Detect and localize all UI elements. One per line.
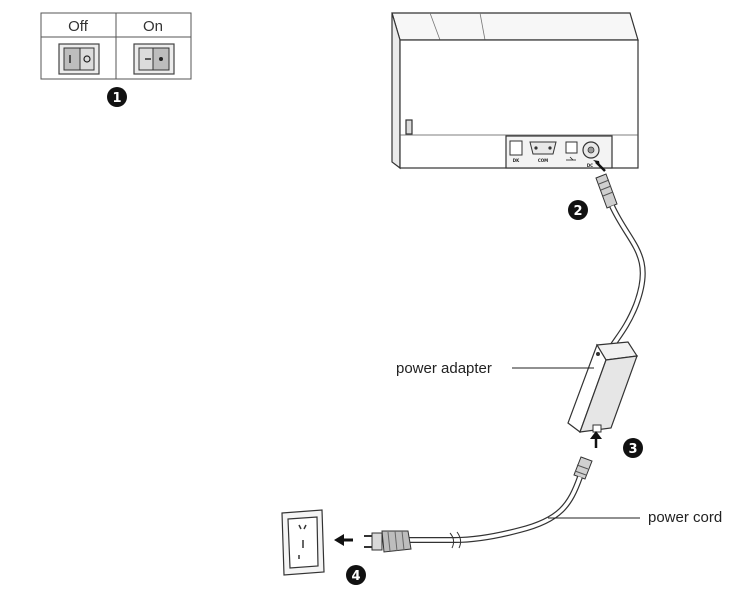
wall-plug bbox=[364, 530, 412, 553]
arrow-to-dc-port-icon bbox=[593, 160, 606, 172]
wall-outlet bbox=[281, 509, 325, 576]
power-cord bbox=[408, 475, 583, 549]
svg-text:3: 3 bbox=[628, 442, 637, 457]
switch-table: Off On bbox=[40, 12, 192, 80]
usb-icon bbox=[566, 156, 576, 161]
svg-text:2: 2 bbox=[573, 204, 582, 219]
power-adapter bbox=[567, 341, 639, 433]
step-2-badge: 2 bbox=[568, 200, 588, 220]
dc-plug bbox=[595, 173, 618, 209]
cord-connector bbox=[573, 456, 593, 480]
port-label-com: COM bbox=[538, 158, 548, 163]
switch-on-header: On bbox=[143, 18, 163, 35]
power-cord-label: power cord bbox=[648, 509, 722, 526]
port-label-dc: DC bbox=[587, 163, 593, 168]
step-3-badge: 3 bbox=[623, 438, 643, 458]
switch-off-header: Off bbox=[68, 18, 89, 35]
port-label-dk: DK bbox=[513, 158, 520, 163]
arrow-to-adapter-icon bbox=[590, 431, 602, 448]
power-adapter-label: power adapter bbox=[396, 360, 492, 377]
switch-off-icon bbox=[58, 43, 100, 75]
dc-cable bbox=[607, 204, 646, 352]
switch-on-icon bbox=[133, 43, 175, 75]
step-1-badge: 1 bbox=[107, 87, 127, 107]
step-4-badge: 4 bbox=[346, 565, 366, 585]
arrow-to-outlet-icon bbox=[334, 534, 353, 546]
svg-text:4: 4 bbox=[351, 569, 360, 584]
svg-text:1: 1 bbox=[112, 91, 121, 106]
printer bbox=[391, 12, 639, 170]
